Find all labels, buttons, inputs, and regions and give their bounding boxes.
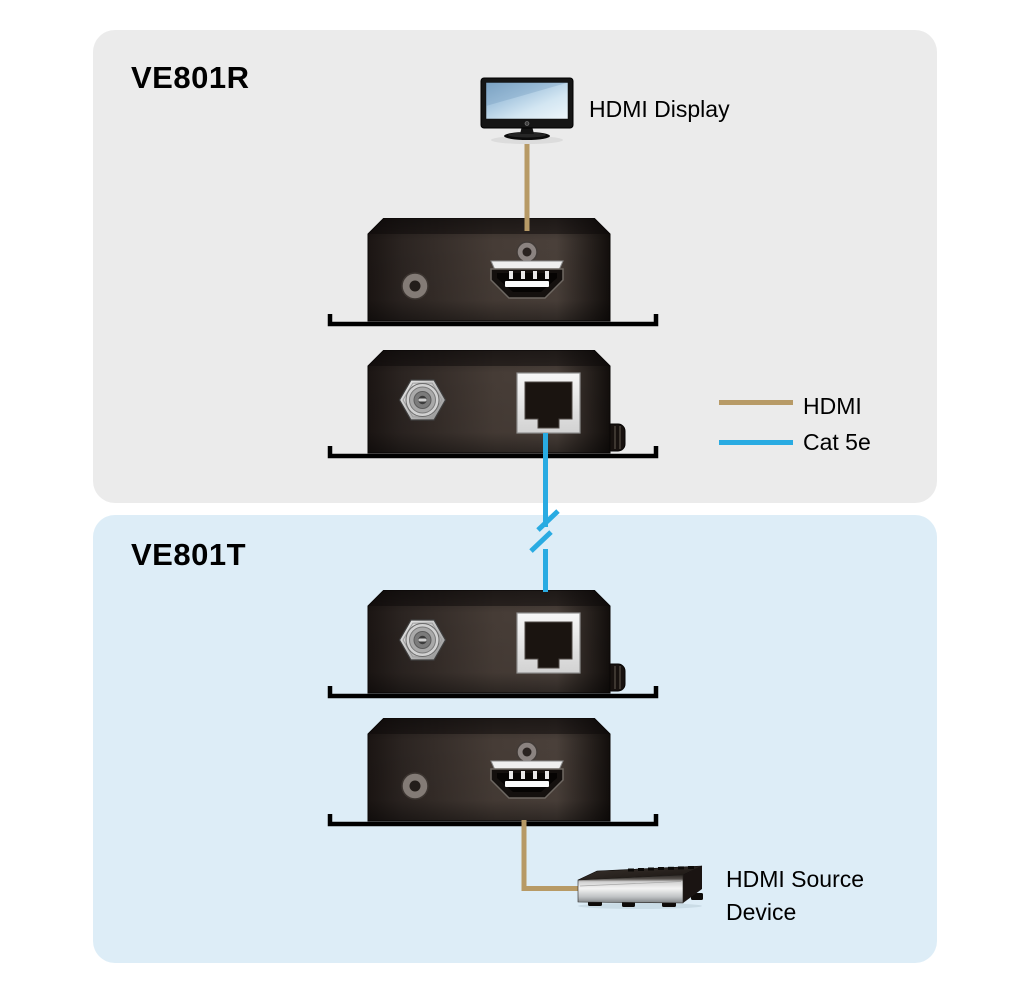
- transmitter-title: VE801T: [131, 537, 247, 572]
- receiver-hdmi-unit-icon: [327, 218, 659, 327]
- hdmi-source-device-icon: [577, 865, 703, 909]
- transmitter-hdmi-unit-icon: [327, 718, 659, 827]
- legend-hdmi-swatch: [719, 400, 793, 405]
- hdmi-display-icon: [480, 77, 574, 144]
- receiver-title: VE801R: [131, 60, 250, 95]
- power-jack-icon: [398, 619, 447, 661]
- hdmi-port-icon: [490, 760, 564, 799]
- receiver-cat5e-unit-icon: [327, 350, 659, 459]
- mounting-bracket: [327, 686, 659, 699]
- rj45-port-icon: [516, 612, 581, 674]
- rj45-port-icon: [516, 372, 581, 434]
- transmitter-cat5e-unit-icon: [327, 590, 659, 699]
- legend-hdmi-label: HDMI: [803, 393, 862, 419]
- legend-cat5e-label: Cat 5e: [803, 429, 871, 455]
- hdmi-port-icon: [490, 260, 564, 299]
- hdmi-source-label-line2: Device: [726, 899, 797, 925]
- power-jack-icon: [398, 379, 447, 421]
- hdmi-display-label: HDMI Display: [589, 96, 730, 122]
- mounting-bracket: [327, 814, 659, 827]
- legend-cat5e-swatch: [719, 440, 793, 445]
- mounting-bracket: [327, 446, 659, 459]
- mounting-bracket: [327, 314, 659, 327]
- hdmi-source-label-line1: HDMI Source: [726, 866, 865, 892]
